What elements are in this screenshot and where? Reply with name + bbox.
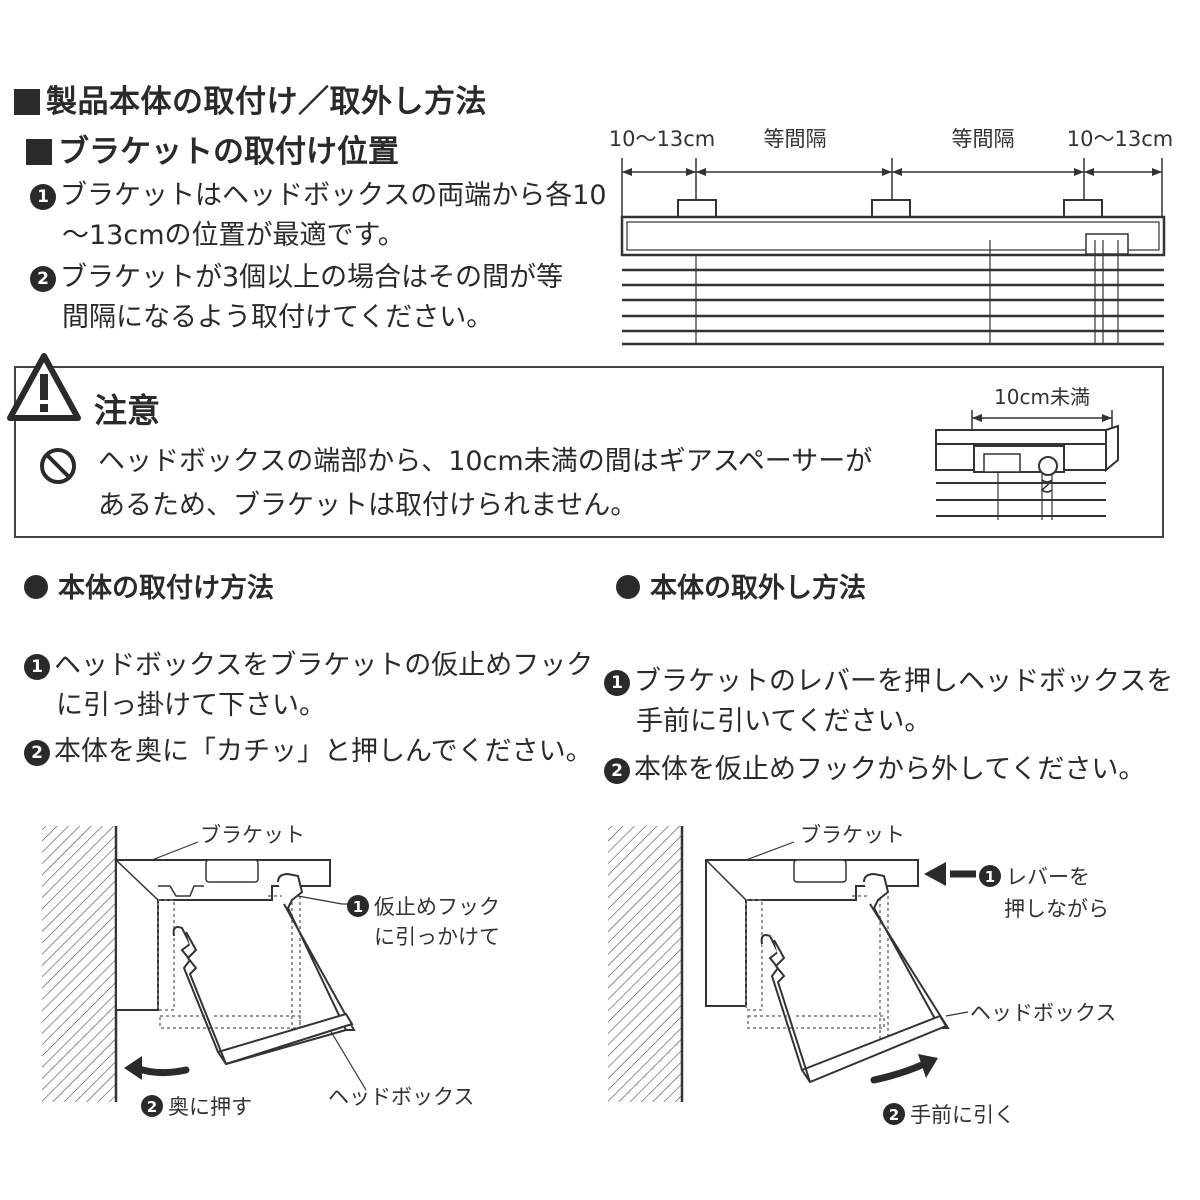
circle-bullet-icon (616, 575, 640, 599)
remove-label-pull: 手前に引く (910, 1103, 1015, 1127)
gear-spacer-diagram: 10cm未満 (935, 385, 1119, 520)
install-hook-badge-circle (347, 895, 369, 917)
prohibited-icon (40, 448, 76, 484)
install-section-title: 本体の取付け方法 (24, 566, 274, 605)
dimension-left-end: 10〜13cm (609, 127, 715, 151)
remove-diagram: ブラケット 1 レバーを 押しながら ヘッドボックス 2 手前に引く (608, 823, 1116, 1127)
step-number-badge: 2 (604, 758, 630, 784)
bracket-position-heading: ブラケットの取付け位置 (26, 126, 399, 171)
dimension-right-end: 10〜13cm (1067, 127, 1173, 151)
install-diagram: ブラケット 1 仮止めフック に引っかけて ヘッドボックス 2 奥に押す (42, 823, 500, 1119)
dimension-equal-1: 等間隔 (764, 127, 827, 151)
remove-label-lever-2: 押しながら (1004, 897, 1109, 921)
remove-section-title: 本体の取外し方法 (616, 566, 866, 605)
caution-dimension-label: 10cm未満 (994, 385, 1090, 409)
main-heading: 製品本体の取付け／取外し方法 (14, 76, 487, 121)
caution-text: ヘッドボックスの端部から、10cm未満の間はギアスペーサーが あるため、ブラケッ… (98, 446, 873, 521)
square-bullet-icon (26, 139, 52, 165)
install-label-bracket: ブラケット (200, 823, 305, 847)
dimension-equal-2: 等間隔 (952, 127, 1015, 151)
step-number-badge: 1 (24, 654, 50, 680)
install-label-hook-1: 仮止めフック (374, 895, 500, 919)
install-label-hook-2: に引っかけて (374, 925, 500, 949)
install-label-headbox: ヘッドボックス (328, 1085, 474, 1109)
remove-label-bracket: ブラケット (800, 823, 905, 847)
install-hook-badge: 1 (353, 898, 363, 916)
step-number-badge: 1 (30, 184, 56, 210)
remove-pull-badge-circle (883, 1103, 905, 1125)
step-number-badge: 2 (24, 740, 50, 766)
remove-pull-badge: 2 (889, 1106, 899, 1124)
remove-label-headbox: ヘッドボックス (970, 1001, 1116, 1025)
warning-triangle-icon (7, 353, 81, 421)
install-push-badge: 2 (147, 1098, 157, 1116)
remove-lever-badge-circle (979, 865, 1001, 887)
square-bullet-icon (14, 89, 40, 115)
install-push-badge-circle (141, 1095, 163, 1117)
blind-bracket-layout-diagram: 10〜13cm 等間隔 等間隔 10〜13cm (609, 127, 1173, 346)
remove-lever-badge: 1 (985, 868, 995, 886)
circle-bullet-icon (24, 575, 48, 599)
caution-box (14, 366, 1164, 538)
caution-title: 注意 (94, 391, 160, 430)
install-label-push: 奥に押す (168, 1095, 252, 1119)
remove-label-lever-1: レバーを (1006, 865, 1090, 889)
step-number-badge: 1 (604, 670, 630, 696)
step-number-badge: 2 (30, 266, 56, 292)
